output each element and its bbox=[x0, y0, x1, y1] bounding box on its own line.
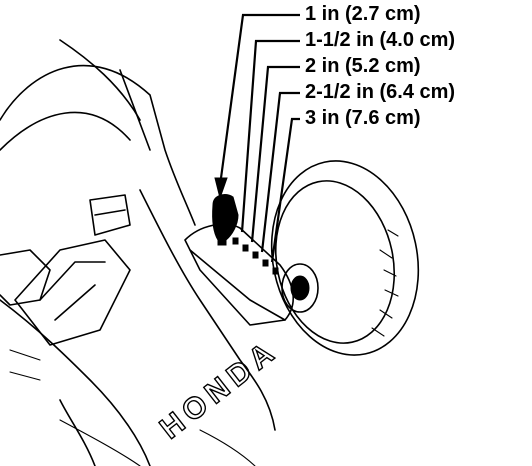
height-adjuster-plate bbox=[184, 223, 295, 326]
height-label-1: 1 in (2.7 cm) bbox=[305, 3, 421, 25]
height-label-4: 2-1/2 in (6.4 cm) bbox=[305, 81, 456, 103]
leader-lines bbox=[214, 13, 300, 263]
height-adjust-lever bbox=[212, 194, 239, 246]
brand-lettering: HONDA bbox=[153, 333, 285, 447]
svg-text:HONDA: HONDA bbox=[154, 333, 285, 445]
rear-wheel bbox=[270, 160, 420, 356]
mower-deck bbox=[0, 39, 276, 466]
height-label-3: 2 in (5.2 cm) bbox=[305, 55, 421, 77]
height-label-5: 3 in (7.6 cm) bbox=[305, 107, 421, 129]
engine-housing bbox=[0, 194, 131, 381]
height-label-2: 1-1/2 in (4.0 cm) bbox=[305, 29, 456, 51]
